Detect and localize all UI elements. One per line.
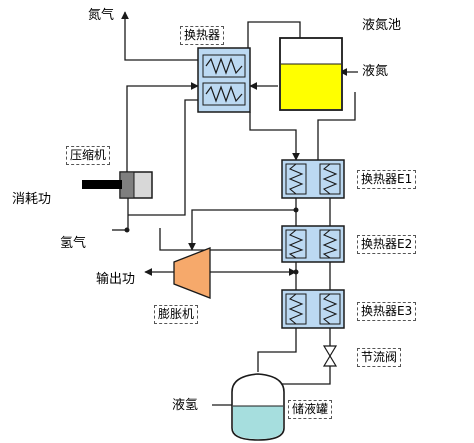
expander-turbine-icon: [173, 247, 211, 299]
liquid-nitrogen-pool: [279, 37, 343, 111]
expander-feed-line: [188, 209, 296, 251]
heat-exchanger-coil-icon: [288, 163, 304, 195]
liquid-nitrogen-pool-label: 液氮池: [362, 18, 402, 33]
heat-exchanger-e1: [281, 159, 345, 199]
heat-exchanger-coil-icon: [205, 57, 243, 75]
piston-rod: [82, 180, 122, 189]
hx-e1-label: 换热器E1: [357, 170, 417, 189]
pipes: [112, 11, 358, 406]
hx-e2-label: 换热器E2: [357, 235, 417, 254]
heat-exchanger-coil-icon: [322, 163, 338, 195]
liquid-hydrogen-label: 液氢: [172, 398, 199, 413]
nitrogen-vent-line: [121, 11, 205, 61]
throttle-valve-icon: [322, 345, 338, 367]
hx-top-to-pool-line: [247, 21, 301, 48]
hydrogen-liquid-fill: [233, 406, 283, 439]
throttle-valve-label: 节流阀: [357, 348, 402, 367]
storage-tank-icon: [231, 373, 285, 441]
power-consumed-label: 消耗功: [12, 192, 52, 207]
expander-label: 膨胀机: [154, 305, 199, 324]
heat-exchanger-coil-icon: [322, 229, 338, 259]
compressor-to-hx-line: [126, 82, 199, 175]
junction-dots: [124, 207, 299, 275]
junction-dot: [293, 269, 299, 275]
heat-exchanger-e3: [281, 289, 345, 329]
nitrogen-liquid-fill: [281, 64, 341, 109]
hydrogen-label: 氢气: [60, 236, 87, 251]
liquid-nitrogen-label: 液氮: [362, 64, 389, 79]
heat-exchanger-coil-icon: [288, 229, 304, 259]
pool-to-e1-line: [317, 92, 356, 160]
hx-return-line: [128, 99, 198, 216]
nitrogen-out-label: 氮气: [88, 8, 115, 23]
e2-return-line: [159, 228, 282, 251]
heat-exchanger-coil-icon: [288, 293, 304, 325]
hx-e3-label: 换热器E3: [357, 302, 417, 321]
junction-dot: [293, 207, 299, 213]
heat-exchanger-coil-icon: [205, 85, 243, 103]
heat-exchanger-label: 换热器: [180, 26, 225, 45]
heat-exchanger-coil-icon: [322, 293, 338, 325]
storage-tank-label: 储液罐: [288, 400, 333, 419]
junction-dot: [124, 227, 130, 233]
hx-to-e1-line: [249, 112, 300, 161]
compressor-label: 压缩机: [66, 146, 111, 165]
heat-exchanger-e2: [281, 225, 345, 263]
tank-vapor-return-line: [257, 328, 297, 372]
valve-to-tank-line: [280, 366, 331, 385]
main-heat-exchanger: [197, 47, 251, 113]
compressor: [82, 171, 153, 199]
power-output-label: 输出功: [96, 272, 136, 287]
